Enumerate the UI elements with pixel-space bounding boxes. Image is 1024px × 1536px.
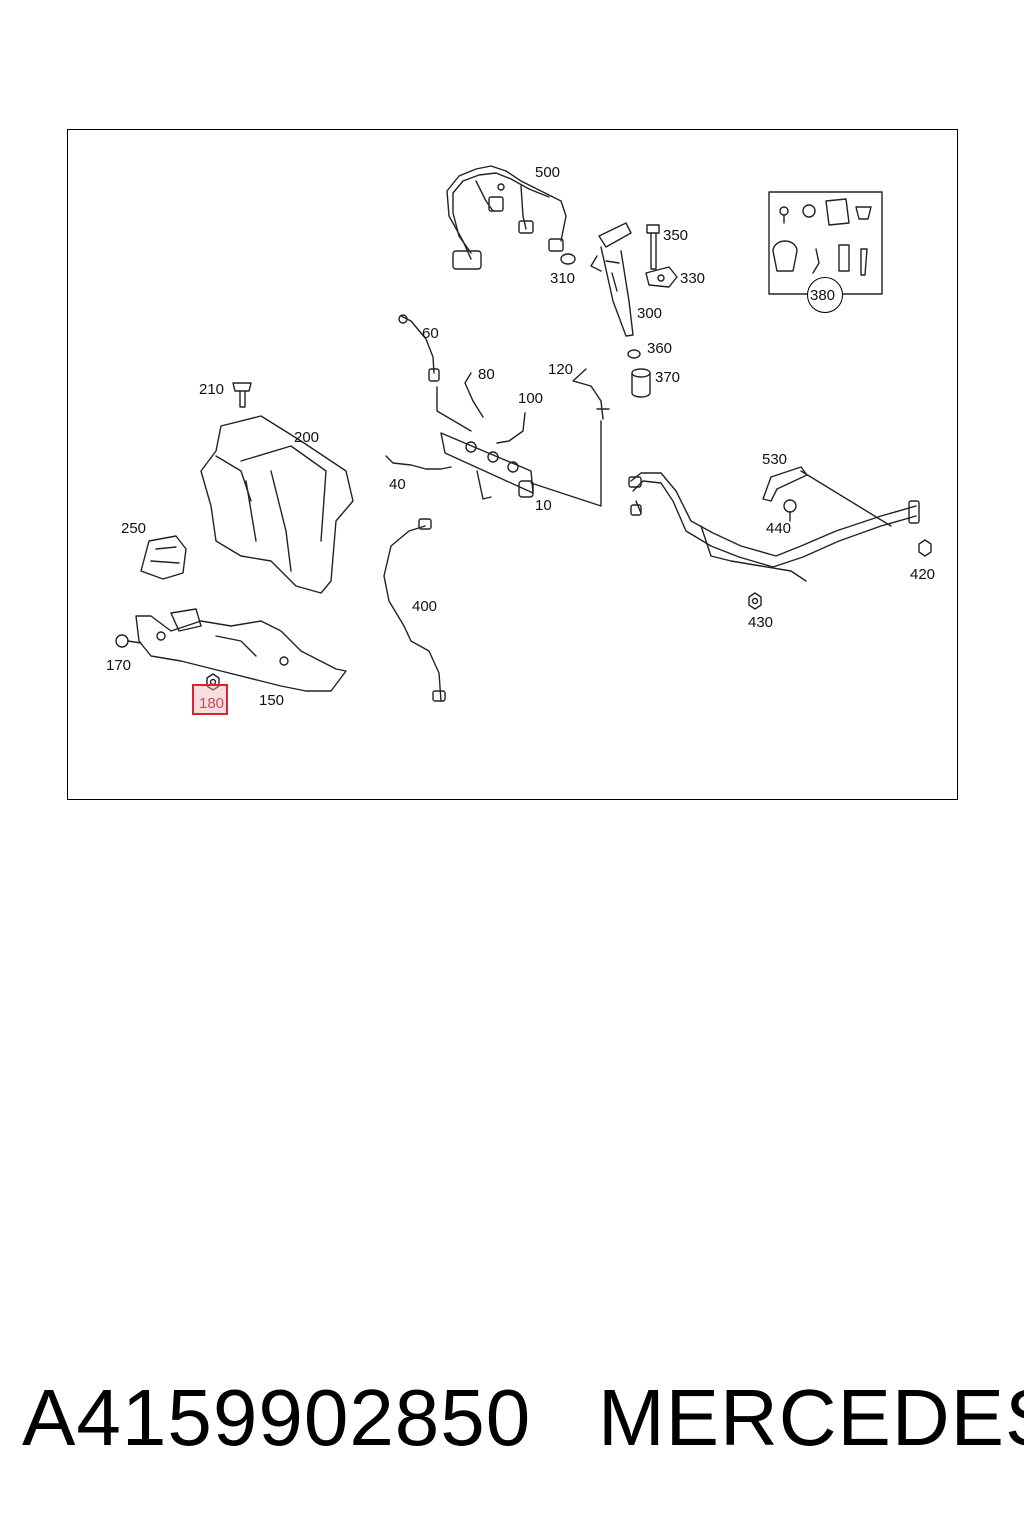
part-label-350[interactable]: 350 <box>663 227 689 244</box>
hose-400 <box>383 518 446 702</box>
injection-line-120 <box>572 368 604 420</box>
part-label-530[interactable]: 530 <box>762 451 788 468</box>
part-label-250[interactable]: 250 <box>121 520 147 537</box>
injection-line-80 <box>464 372 484 418</box>
bolt-440 <box>783 499 797 522</box>
fuel-lines <box>628 472 920 582</box>
part-label-360[interactable]: 360 <box>647 340 673 357</box>
part-label-440[interactable]: 440 <box>766 520 792 537</box>
oring-310 <box>560 253 576 265</box>
part-label-370[interactable]: 370 <box>655 369 681 386</box>
injection-line-100 <box>496 412 526 444</box>
engine-cover-200 <box>200 415 354 594</box>
part-label-380[interactable]: 380 <box>810 287 836 304</box>
seal-360 <box>627 349 641 359</box>
fuel-rail-10 <box>436 386 602 507</box>
part-label-330[interactable]: 330 <box>680 270 706 287</box>
part-label-100[interactable]: 100 <box>518 390 544 407</box>
sensor-cable-40 <box>385 455 452 470</box>
part-label-430[interactable]: 430 <box>748 614 774 631</box>
kit-badge <box>807 277 843 313</box>
nut-420 <box>918 539 932 557</box>
part-label-500[interactable]: 500 <box>535 164 561 181</box>
part-label-300[interactable]: 300 <box>637 305 663 322</box>
injector-300 <box>590 222 634 337</box>
part-label-80[interactable]: 80 <box>478 366 495 383</box>
part-label-310[interactable]: 310 <box>550 270 576 287</box>
bolt-170 <box>115 634 142 648</box>
part-label-200[interactable]: 200 <box>294 429 320 446</box>
bolt-350 <box>646 224 660 270</box>
part-label-60[interactable]: 60 <box>422 325 439 342</box>
bolt-210 <box>232 382 252 408</box>
part-label-40[interactable]: 40 <box>389 476 406 493</box>
bracket-250 <box>140 535 187 580</box>
part-label-10[interactable]: 10 <box>535 497 552 514</box>
parts-diagram: 500 350 310 330 300 360 370 380 60 80 10… <box>67 129 958 800</box>
nut-430 <box>748 592 762 610</box>
highlight-box-180 <box>192 684 228 715</box>
brand-text: MERCEDES <box>598 1373 1024 1462</box>
part-label-180[interactable]: 180 <box>199 695 225 712</box>
part-number-text: A4159902850 <box>22 1373 532 1462</box>
part-label-420[interactable]: 420 <box>910 566 936 583</box>
part-label-150[interactable]: 150 <box>259 692 285 709</box>
sleeve-370 <box>631 368 651 398</box>
heat-shield-150 <box>135 608 347 692</box>
bracket-530 <box>762 466 892 527</box>
part-label-400[interactable]: 400 <box>412 598 438 615</box>
injection-line-60 <box>398 314 440 382</box>
clamp-330 <box>645 266 678 288</box>
part-label-170[interactable]: 170 <box>106 657 132 674</box>
part-label-210[interactable]: 210 <box>199 381 225 398</box>
wiring-harness-500 <box>446 165 567 270</box>
part-label-120[interactable]: 120 <box>548 361 574 378</box>
